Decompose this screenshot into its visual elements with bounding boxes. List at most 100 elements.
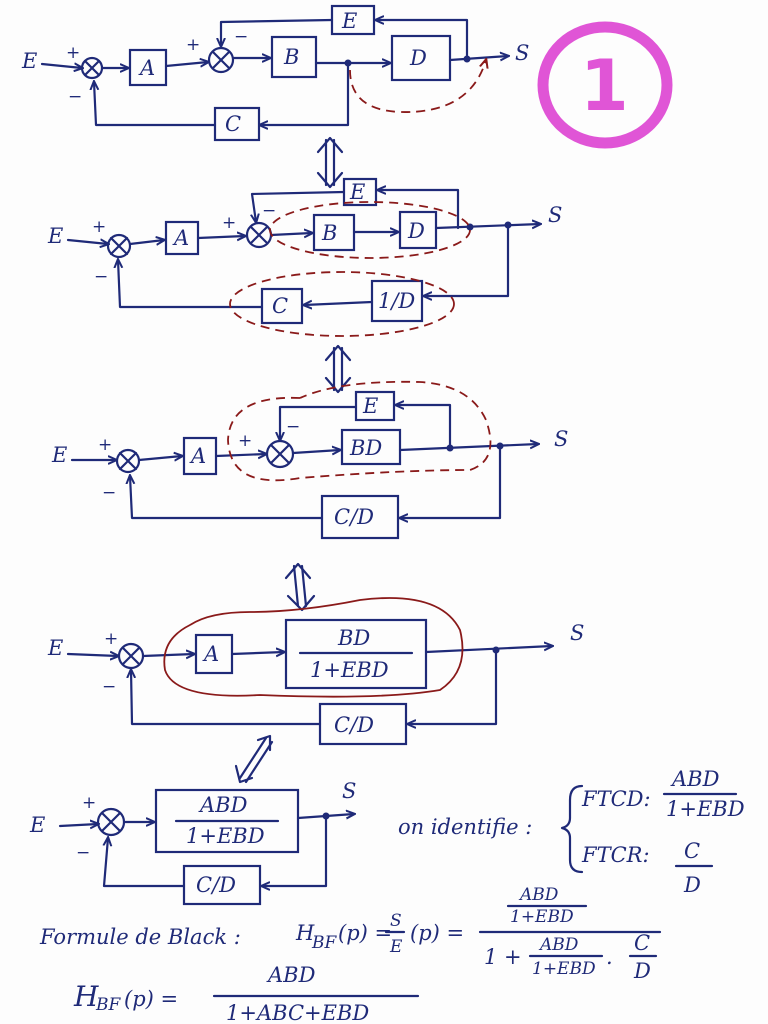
svg-text:+: + bbox=[104, 629, 118, 649]
svg-text:E: E bbox=[47, 636, 63, 660]
equivalence-arrow-4 bbox=[234, 734, 274, 784]
minus-sign: − bbox=[68, 87, 82, 107]
equivalence-arrow-1 bbox=[316, 136, 344, 189]
block-direct-path bbox=[154, 788, 300, 854]
equivalence-arrow-2 bbox=[324, 344, 352, 394]
diagram-3-series-combined: E + − A + − BD S E C/D bbox=[51, 380, 568, 540]
svg-text:+: + bbox=[222, 213, 236, 233]
output-label: S bbox=[515, 41, 529, 65]
svg-text:E: E bbox=[349, 180, 365, 204]
svg-text:+: + bbox=[92, 217, 106, 237]
diagram-4-inner-loop-closed: E + − A BD 1+EBD S C/D bbox=[47, 597, 584, 746]
svg-text:S: S bbox=[390, 911, 402, 931]
svg-text:(p) =: (p) = bbox=[338, 921, 392, 945]
svg-text:E: E bbox=[341, 9, 357, 33]
block-closed-inner-loop bbox=[284, 618, 428, 690]
black-formula: Formule de Black : H BF (p) = S E (p) = … bbox=[39, 885, 662, 983]
block-B bbox=[270, 35, 318, 79]
diagram-1-original: E + − A + − B D S E C bbox=[21, 4, 529, 142]
svg-text:C/D: C/D bbox=[196, 873, 236, 897]
summing-junction-2 bbox=[265, 439, 295, 469]
summing-junction-1 bbox=[96, 807, 126, 837]
black-formula-label: Formule de Black : bbox=[39, 925, 241, 949]
svg-text:E: E bbox=[29, 813, 45, 837]
summing-junction-1 bbox=[117, 642, 145, 670]
ftcd-numerator: ABD bbox=[670, 767, 720, 791]
block-A bbox=[128, 48, 168, 87]
diagram-5-unity-feedback-form: E + − ABD 1+EBD S C/D bbox=[29, 779, 356, 906]
svg-text:H: H bbox=[295, 921, 315, 945]
svg-text:BD: BD bbox=[337, 626, 370, 650]
block-D bbox=[390, 34, 452, 82]
page-number: 1 bbox=[580, 45, 629, 127]
plus-sign: + bbox=[66, 43, 80, 63]
summing-junction-1 bbox=[106, 233, 132, 259]
diagram-2-moved-takeoff: E + − A + − B D S E bbox=[47, 177, 562, 337]
svg-text:−: − bbox=[76, 843, 90, 863]
svg-text:+: + bbox=[82, 793, 96, 813]
svg-text:B: B bbox=[321, 221, 337, 245]
svg-text:A: A bbox=[138, 56, 155, 80]
svg-text:C: C bbox=[225, 112, 241, 136]
svg-text:C/D: C/D bbox=[334, 713, 374, 737]
svg-text:E: E bbox=[47, 224, 63, 248]
ftcd-denominator: 1+EBD bbox=[666, 797, 745, 821]
input-label: E bbox=[21, 49, 37, 73]
equivalence-arrow-3 bbox=[284, 562, 316, 612]
svg-text:E: E bbox=[362, 394, 378, 418]
svg-text:A: A bbox=[172, 226, 189, 250]
svg-text:D: D bbox=[409, 46, 427, 70]
svg-text:1/D: 1/D bbox=[378, 289, 415, 313]
page-number-badge: 1 bbox=[537, 21, 673, 149]
svg-text:E: E bbox=[51, 443, 67, 467]
svg-text:ABD: ABD bbox=[538, 935, 579, 955]
svg-text:C: C bbox=[272, 294, 288, 318]
svg-text:BF: BF bbox=[95, 995, 121, 1015]
svg-text:(p) =: (p) = bbox=[410, 921, 464, 945]
svg-text:1+EBD: 1+EBD bbox=[186, 824, 265, 848]
svg-text:ABD: ABD bbox=[518, 885, 559, 905]
block-D bbox=[398, 210, 438, 250]
identification-intro: on identifie : bbox=[398, 815, 532, 839]
svg-text:−: − bbox=[262, 201, 276, 221]
svg-text:−: − bbox=[102, 677, 116, 697]
svg-text:BF: BF bbox=[311, 933, 337, 953]
svg-text:S: S bbox=[554, 427, 568, 451]
summing-junction-2 bbox=[207, 46, 235, 74]
svg-text:ABD: ABD bbox=[198, 793, 248, 817]
svg-text:1+EBD: 1+EBD bbox=[510, 907, 574, 927]
svg-text:.: . bbox=[606, 945, 613, 969]
svg-text:1+EBD: 1+EBD bbox=[310, 658, 389, 682]
summing-junction-1 bbox=[115, 448, 141, 474]
svg-text:D: D bbox=[633, 959, 651, 983]
svg-text:−: − bbox=[234, 27, 248, 47]
svg-text:C: C bbox=[634, 931, 650, 955]
ftcd-label: FTCD: bbox=[581, 787, 651, 811]
svg-text:S: S bbox=[570, 621, 584, 645]
svg-text:1 +: 1 + bbox=[484, 945, 522, 969]
svg-text:−: − bbox=[286, 417, 300, 437]
svg-text:C/D: C/D bbox=[334, 505, 374, 529]
block-BD bbox=[340, 428, 402, 466]
ftcr-numerator: C bbox=[684, 839, 700, 863]
summing-junction-1 bbox=[80, 56, 104, 80]
identification-block: on identifie : FTCD: ABD 1+EBD FTCR: C D bbox=[398, 767, 745, 897]
svg-text:+: + bbox=[186, 35, 200, 55]
svg-text:S: S bbox=[342, 779, 356, 803]
svg-text:BD: BD bbox=[349, 436, 382, 460]
svg-text:S: S bbox=[548, 203, 562, 227]
svg-text:1+EBD: 1+EBD bbox=[532, 959, 596, 979]
svg-text:+: + bbox=[238, 431, 252, 451]
svg-text:D: D bbox=[407, 219, 425, 243]
result-numerator: ABD bbox=[266, 963, 316, 987]
summing-junction-2 bbox=[245, 221, 273, 249]
final-result: H BF (p) = ABD 1+ABC+EBD bbox=[73, 963, 420, 1024]
svg-text:(p) =: (p) = bbox=[124, 987, 178, 1011]
svg-text:B: B bbox=[283, 45, 299, 69]
svg-text:−: − bbox=[102, 483, 116, 503]
svg-text:+: + bbox=[98, 435, 112, 455]
ftcr-label: FTCR: bbox=[581, 843, 650, 867]
ftcr-denominator: D bbox=[683, 873, 701, 897]
